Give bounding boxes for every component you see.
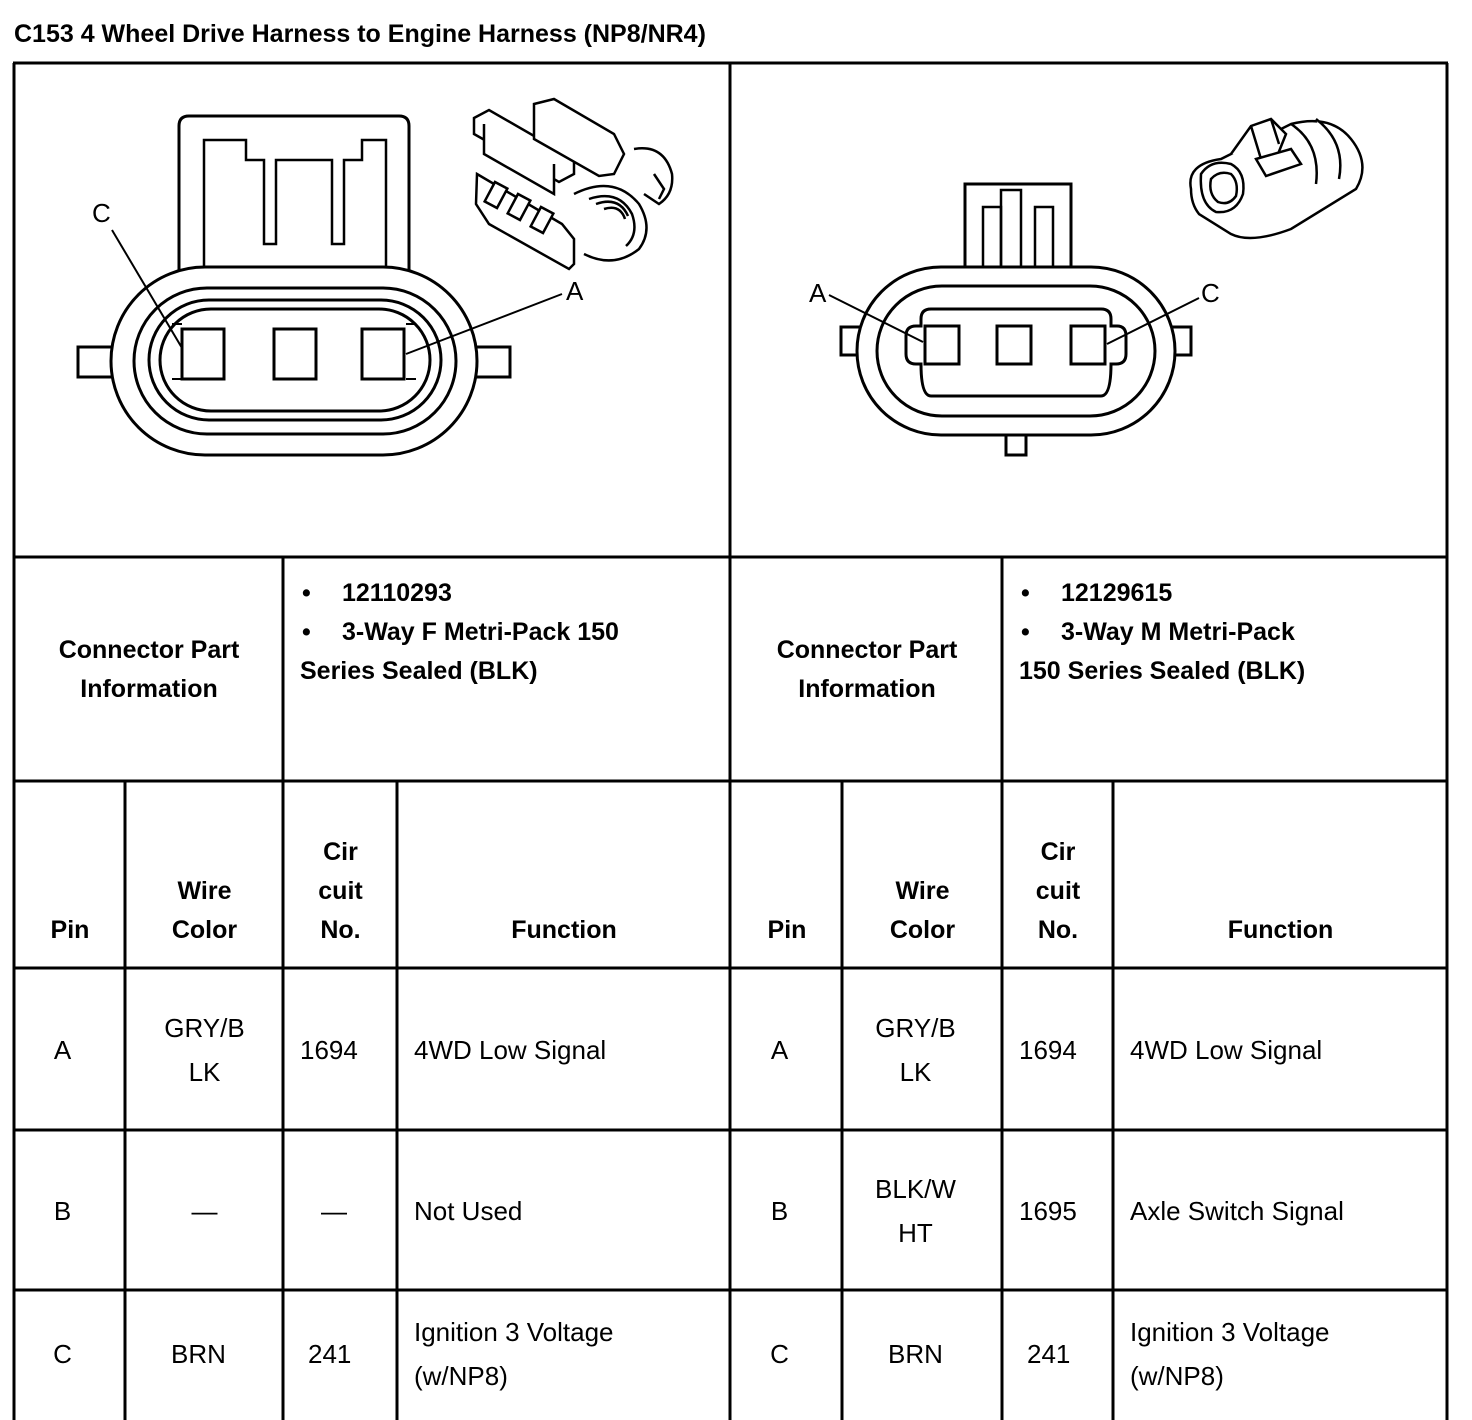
circuit-cell: 1694 bbox=[300, 1034, 358, 1065]
circuit-cell: 1694 bbox=[1019, 1034, 1077, 1065]
left-connector-3d-view bbox=[472, 97, 674, 271]
right-connector-3d-view bbox=[1189, 117, 1364, 240]
bullet-icon: • bbox=[1021, 618, 1030, 646]
right-part-info: • 12129615 • 3-Way M Metri-Pack 150 Series… bbox=[1003, 558, 1447, 781]
right-info-label: Connector Part Information bbox=[776, 635, 958, 703]
right-description-line1: 3-Way M Metri-Pack bbox=[1061, 618, 1295, 646]
left-description-line1: 3-Way F Metri-Pack 150 bbox=[342, 618, 619, 646]
wire-color-cell: — bbox=[191, 1195, 218, 1226]
left-description-line2: Series Sealed (BLK) bbox=[300, 657, 538, 685]
wire-color-cell: BRN bbox=[888, 1338, 943, 1369]
pin-cell: C bbox=[53, 1338, 72, 1369]
bullet-icon: • bbox=[302, 618, 311, 646]
left-pin-label-a: A bbox=[566, 276, 584, 306]
circuit-cell: — bbox=[321, 1195, 347, 1226]
circuit-cell: 1695 bbox=[1019, 1195, 1077, 1226]
left-pin-label-c: C bbox=[92, 198, 111, 228]
pin-cell: C bbox=[770, 1338, 789, 1369]
function-cell: Not Used bbox=[414, 1195, 523, 1226]
function-cell: Ignition 3 Voltage(w/NP8) bbox=[414, 1316, 614, 1391]
circuit-cell: 241 bbox=[1027, 1338, 1071, 1369]
pin-cell: A bbox=[770, 1034, 789, 1065]
pin-cell: B bbox=[770, 1195, 789, 1226]
circuit-cell: 241 bbox=[308, 1338, 352, 1369]
right-part-number: 12129615 bbox=[1061, 579, 1173, 607]
function-cell: 4WD Low Signal bbox=[414, 1034, 607, 1065]
pin-cell: B bbox=[53, 1195, 72, 1226]
left-header-function: Function bbox=[511, 916, 617, 944]
right-header-function: Function bbox=[1227, 916, 1334, 944]
right-pin-label-a: A bbox=[809, 278, 827, 308]
right-pin-label-c: C bbox=[1201, 278, 1220, 308]
page-title: C153 4 Wheel Drive Harness to Engine Har… bbox=[14, 20, 706, 48]
left-part-info: • 12110293 • 3-Way F Metri-Pack 150 Series… bbox=[284, 558, 730, 781]
right-header-pin: Pin bbox=[767, 916, 807, 944]
wire-color-cell: BRN bbox=[171, 1338, 226, 1369]
left-info-label: Connector Part Information bbox=[58, 635, 240, 703]
bullet-icon: • bbox=[302, 579, 311, 607]
function-cell: 4WD Low Signal bbox=[1130, 1034, 1323, 1065]
left-header-pin: Pin bbox=[50, 916, 90, 944]
function-cell: Axle Switch Signal bbox=[1130, 1195, 1344, 1226]
right-description-line2: 150 Series Sealed (BLK) bbox=[1019, 657, 1306, 685]
pin-cell: A bbox=[53, 1034, 72, 1065]
right-connector-face-diagram: A C bbox=[809, 117, 1364, 457]
function-cell: Ignition 3 Voltage(w/NP8) bbox=[1130, 1316, 1330, 1391]
left-connector-face-diagram: C A bbox=[76, 97, 674, 457]
bullet-icon: • bbox=[1021, 579, 1030, 607]
left-part-number: 12110293 bbox=[342, 579, 452, 607]
